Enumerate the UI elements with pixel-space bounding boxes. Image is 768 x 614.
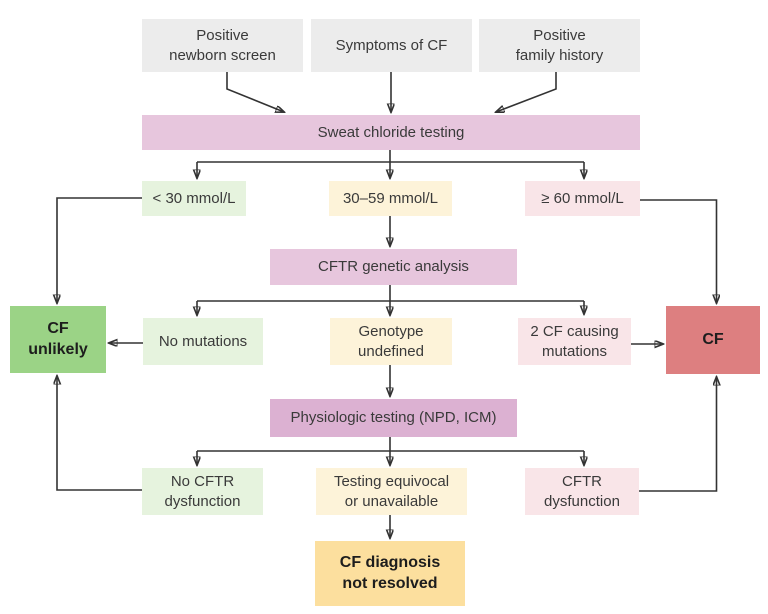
node-no-mutations: No mutations	[143, 318, 263, 365]
node-testing-equivocal: Testing equivocal or unavailable	[316, 468, 467, 515]
node-result-lt30: < 30 mmol/L	[142, 181, 246, 216]
node-genotype-undefined: Genotype undefined	[330, 318, 452, 365]
node-cf: CF	[666, 306, 760, 374]
node-positive-newborn-screen: Positive newborn screen	[142, 19, 303, 72]
node-symptoms-of-cf: Symptoms of CF	[311, 19, 472, 72]
node-cftr-dysfunction: CFTR dysfunction	[525, 468, 639, 515]
node-2-cf-causing-mutations: 2 CF causing mutations	[518, 318, 631, 365]
node-positive-family-history: Positive family history	[479, 19, 640, 72]
node-no-cftr-dysfunction: No CFTR dysfunction	[142, 468, 263, 515]
arrows-cftr-analysis-to-results	[197, 285, 584, 315]
node-result-ge60: ≥ 60 mmol/L	[525, 181, 640, 216]
node-cf-diagnosis-not-resolved: CF diagnosis not resolved	[315, 541, 465, 606]
arrows-sources-to-sweat	[226, 72, 557, 112]
node-physiologic-testing: Physiologic testing (NPD, ICM)	[270, 399, 517, 437]
arrows-physiologic-to-results	[197, 437, 584, 465]
node-cf-unlikely: CF unlikely	[10, 306, 106, 373]
arrow-ge60-to-cf	[640, 199, 717, 303]
arrow-lt30-to-cf-unlikely	[57, 197, 142, 303]
node-sweat-chloride-testing: Sweat chloride testing	[142, 115, 640, 150]
node-cftr-genetic-analysis: CFTR genetic analysis	[270, 249, 517, 285]
arrows-sweat-to-results	[197, 150, 584, 178]
node-result-30-59: 30–59 mmol/L	[329, 181, 452, 216]
arrow-cftrdysf-to-cf	[639, 377, 717, 492]
arrow-nocftrdysf-to-cf-unlikely	[57, 376, 142, 491]
